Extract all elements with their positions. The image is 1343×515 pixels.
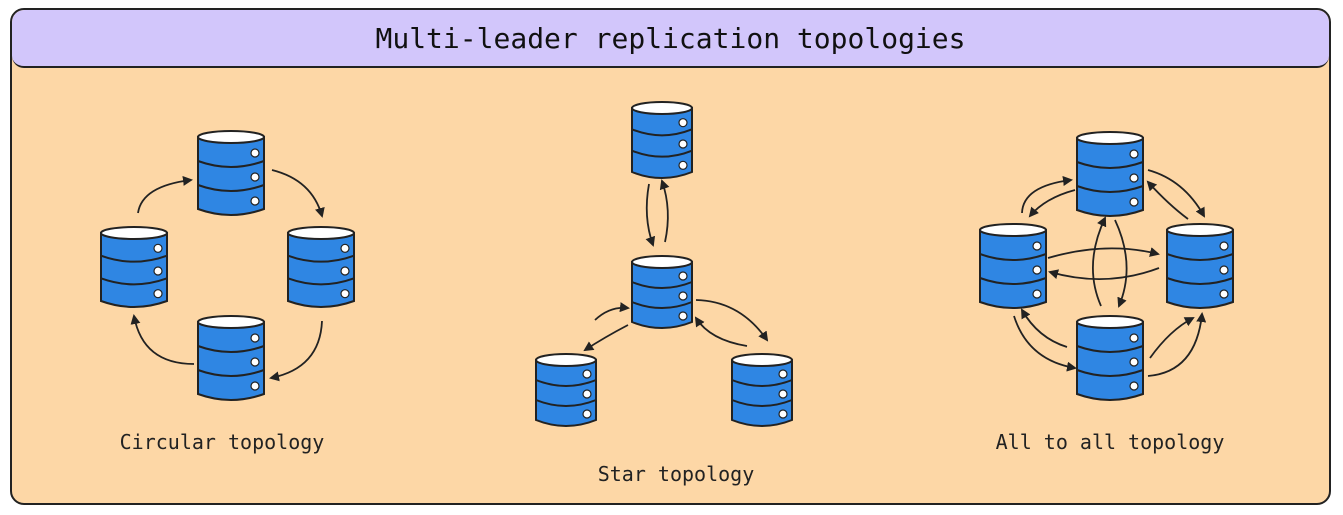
- database-icon: [1076, 131, 1144, 217]
- replication-arrow: [1092, 216, 1107, 307]
- replication-arrow: [645, 183, 656, 247]
- replication-arrow: [1114, 219, 1128, 308]
- replication-arrow: [594, 302, 630, 321]
- caption-circular: Circular topology: [120, 430, 325, 454]
- replication-arrow: [269, 320, 323, 382]
- replication-arrow: [1021, 176, 1073, 214]
- replication-arrow: [1147, 169, 1205, 218]
- caption-all-to-all: All to all topology: [996, 430, 1225, 454]
- database-icon: [535, 353, 597, 427]
- caption-star: Star topology: [598, 462, 755, 486]
- replication-arrow: [271, 169, 325, 218]
- replication-arrow: [137, 176, 193, 214]
- diagram-frame: Multi-leader replication topologies: [10, 8, 1331, 505]
- replication-arrow: [583, 324, 629, 352]
- database-icon: [631, 255, 693, 329]
- replication-arrow: [695, 299, 769, 342]
- database-icon: [631, 101, 693, 179]
- replication-arrow: [1147, 312, 1207, 377]
- page-title: Multi-leader replication topologies: [375, 21, 966, 55]
- database-icon: [197, 315, 265, 401]
- replication-arrow: [694, 316, 748, 347]
- database-icon: [979, 223, 1047, 309]
- replication-arrow: [1047, 247, 1160, 259]
- database-icon: [731, 353, 793, 427]
- replication-arrow: [1146, 180, 1189, 220]
- replication-arrow: [1149, 317, 1195, 359]
- replication-arrow: [659, 179, 670, 243]
- replication-arrow: [1013, 315, 1077, 372]
- replication-arrow: [1048, 267, 1160, 281]
- replication-arrow: [130, 314, 195, 365]
- database-icon: [100, 226, 168, 308]
- database-icon: [1076, 315, 1144, 401]
- database-icon: [197, 130, 265, 216]
- database-icon: [1166, 223, 1234, 309]
- database-icon: [287, 226, 355, 308]
- replication-arrow: [1028, 189, 1076, 218]
- replication-arrow: [1021, 308, 1068, 348]
- title-bar: Multi-leader replication topologies: [12, 10, 1329, 68]
